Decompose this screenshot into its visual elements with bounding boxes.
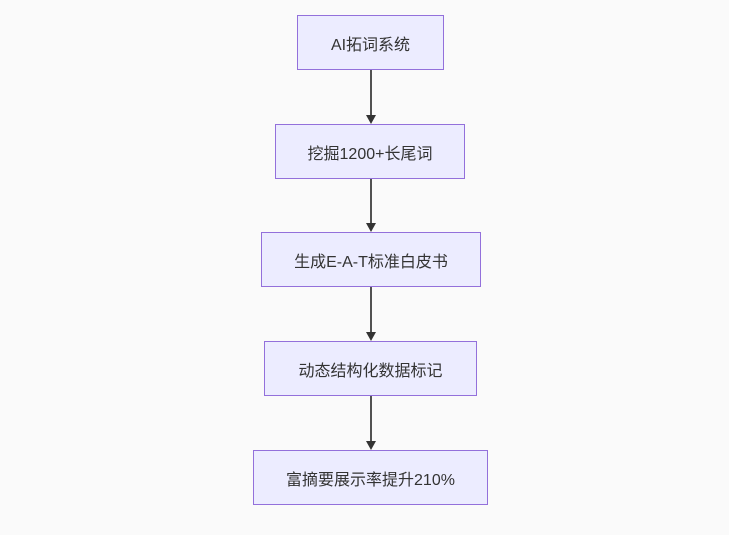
arrowhead-down-icon (365, 332, 376, 341)
arrow-line (369, 396, 372, 441)
arrowhead-down-icon (365, 115, 376, 124)
flow-node-dynamic-structured-data-markup: 动态结构化数据标记 (264, 341, 477, 396)
flow-node-ai-word-expansion-system: AI拓词系统 (297, 15, 444, 70)
arrowhead-down-icon (365, 441, 376, 450)
edge-n4-n5 (365, 396, 376, 450)
flow-node-label: 动态结构化数据标记 (298, 362, 443, 380)
edge-n1-n2 (365, 70, 376, 124)
flow-node-generate-eat-whitepaper: 生成E-A-T标准白皮书 (261, 232, 481, 287)
arrow-line (369, 70, 372, 115)
arrowhead-down-icon (365, 223, 376, 232)
flow-node-label: 富摘要展示率提升210% (286, 471, 455, 489)
flow-node-label: AI拓词系统 (330, 36, 411, 54)
flow-node-label: 生成E-A-T标准白皮书 (294, 253, 448, 271)
edge-n3-n4 (365, 287, 376, 341)
flow-node-rich-snippet-rate-increase: 富摘要展示率提升210% (253, 450, 488, 505)
edge-n2-n3 (365, 179, 376, 232)
flow-node-mine-longtail-keywords: 挖掘1200+长尾词 (275, 124, 465, 179)
flow-node-label: 挖掘1200+长尾词 (307, 145, 433, 163)
arrow-line (369, 287, 372, 332)
arrow-line (369, 179, 372, 223)
